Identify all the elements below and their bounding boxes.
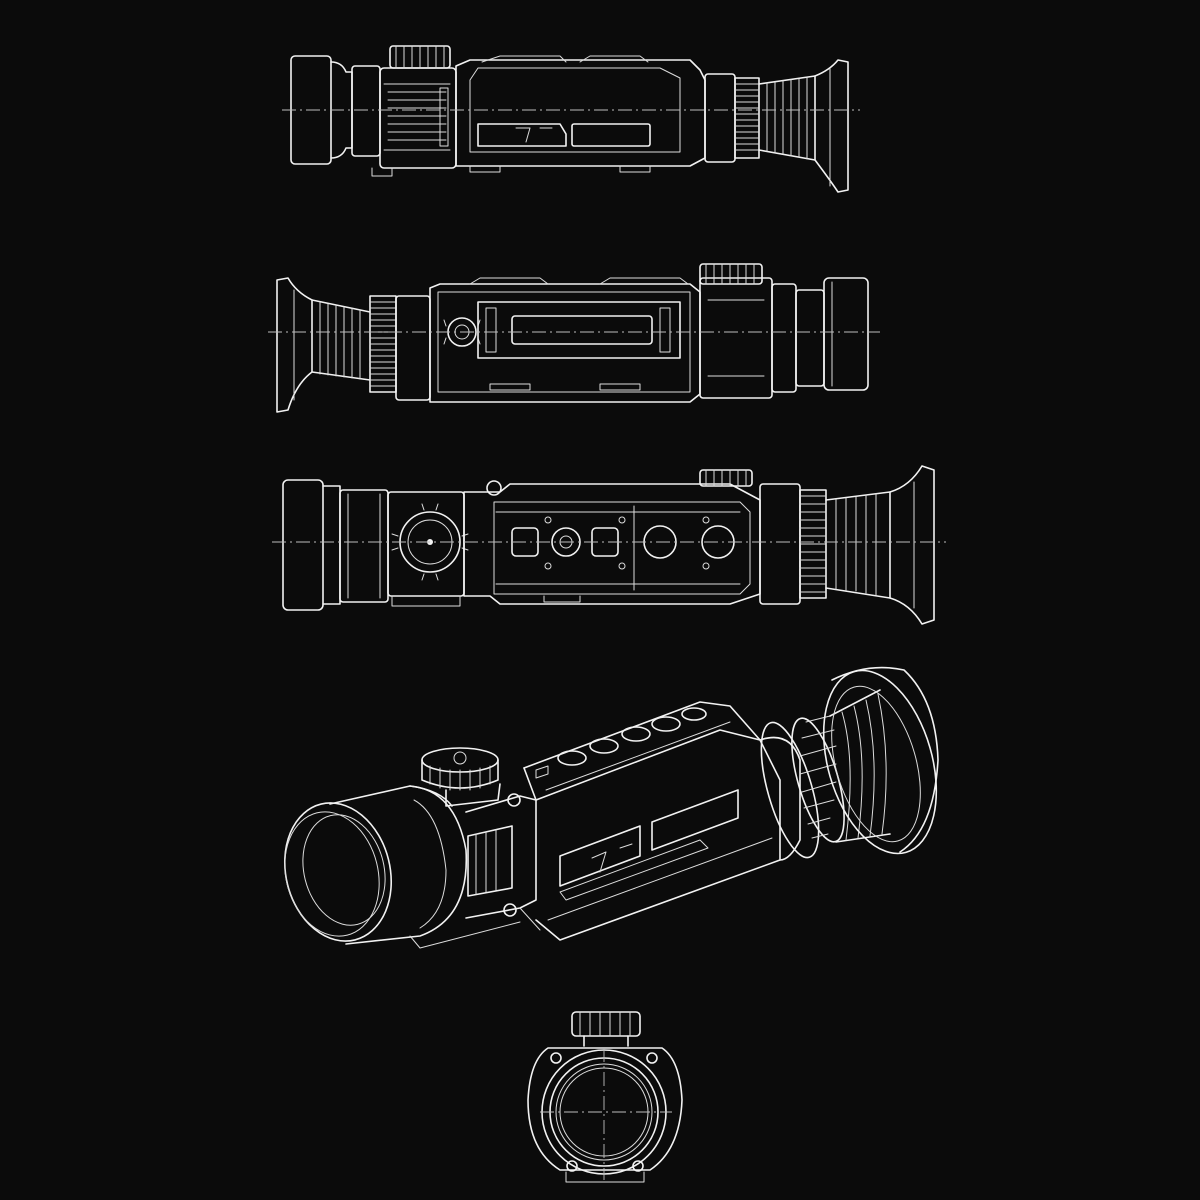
view-side-left [282,45,860,193]
control-buttons [511,516,735,570]
view-side-right [268,263,880,413]
view-front [527,1011,683,1183]
focus-rings [387,87,449,147]
diopter-ring [734,77,760,159]
view-perspective [283,666,939,949]
view-top [272,465,946,625]
